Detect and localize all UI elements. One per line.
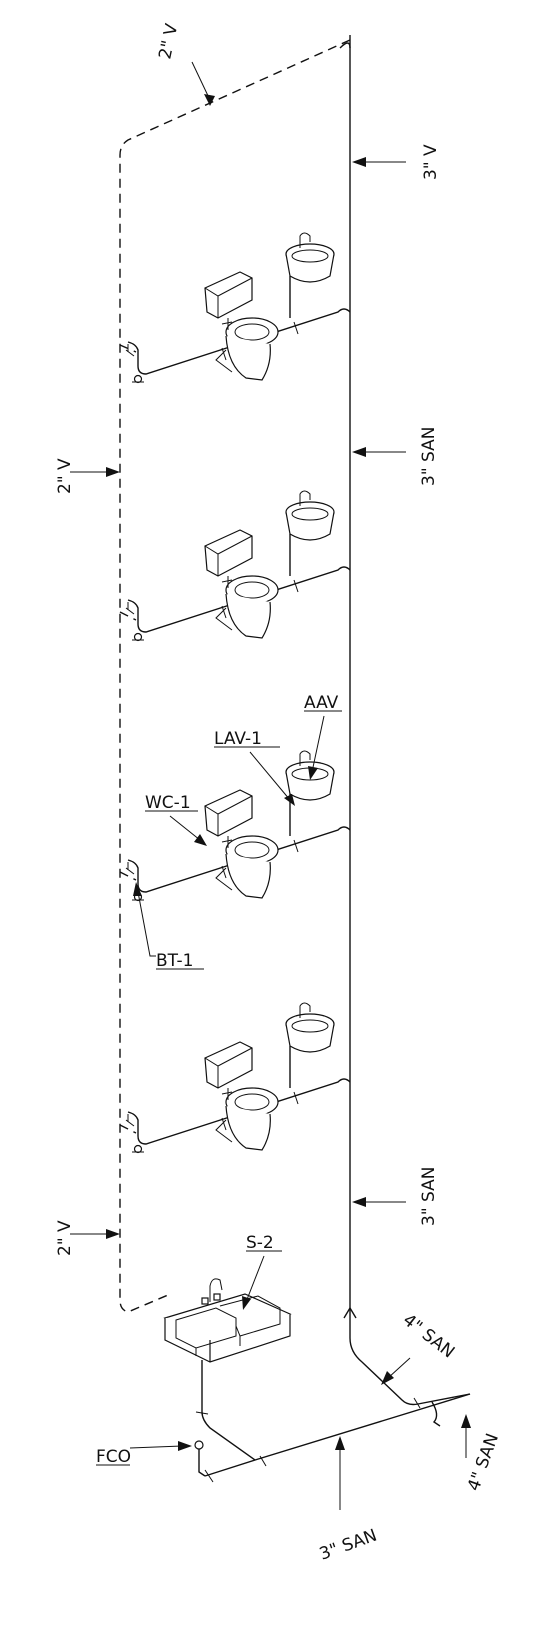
toilet-base: [225, 1105, 271, 1151]
label-vent-left-lower: 2" V: [55, 1220, 75, 1256]
label-stack-top: 3" V: [421, 144, 441, 180]
toilet-tank: [204, 789, 253, 837]
toilet-base: [215, 867, 233, 891]
branch-drain: [127, 566, 351, 633]
toilet-base: [215, 1119, 233, 1143]
label-branch-4-lower: 4" SAN: [464, 1431, 503, 1494]
toilet-bowl: [234, 841, 270, 859]
toilet-base: [225, 335, 271, 381]
toilet-base: [225, 593, 271, 639]
toilet-tank: [204, 1047, 253, 1088]
label-sink: S-2: [246, 1233, 274, 1253]
lavatory-bowl: [291, 1019, 329, 1033]
pipe-tick: [221, 1117, 227, 1131]
label-stack-lower: 3" SAN: [419, 1167, 439, 1227]
toilet-bowl: [234, 581, 270, 599]
pipe-tick: [293, 579, 299, 593]
toilet-base: [221, 836, 233, 848]
toilet-base: [221, 318, 233, 330]
lavatory-bowl: [285, 1023, 335, 1053]
label-horizontal-3: 3" SAN: [317, 1526, 380, 1565]
toilet-bowl: [234, 323, 270, 341]
lavatory-bowl: [285, 253, 335, 283]
main-stack: [339, 35, 471, 1427]
toilet-tank: [204, 795, 253, 836]
lavatory-bowl: [285, 511, 335, 541]
vent-piping: [119, 39, 351, 1313]
trap-symbol: [133, 374, 143, 384]
floor-group-4: [125, 1002, 351, 1154]
toilet-tank: [204, 535, 253, 576]
branch-drain: [127, 826, 351, 893]
label-vent-left-upper: 2" V: [55, 458, 75, 494]
pipe-tick: [221, 865, 227, 879]
floor-group-1: [125, 232, 351, 384]
lavatory-bowl: [291, 507, 329, 521]
branch-drain: [127, 1078, 351, 1145]
pipe-tick: [293, 1091, 299, 1105]
toilet-tank: [204, 1041, 253, 1089]
trap-symbol: [133, 1144, 143, 1154]
pipe-tick: [125, 1114, 135, 1127]
toilet-tank: [204, 529, 253, 577]
faucet-icon: [299, 232, 311, 248]
faucet-icon: [299, 750, 311, 766]
floor-group-2: [125, 490, 351, 642]
pipe-tick: [125, 862, 135, 875]
label-stack-upper: 3" SAN: [419, 427, 439, 487]
annotations: 2" V 3" V 2" V 3" SAN AAV LAV-1 WC-1 BT-…: [55, 22, 503, 1565]
label-aav: AAV: [304, 693, 339, 713]
lavatory-bowl: [291, 249, 329, 263]
toilet-base: [225, 853, 271, 899]
toilet-tank: [204, 277, 253, 318]
label-vent-top: 2" V: [155, 22, 182, 61]
toilet-base: [221, 1088, 233, 1100]
pipe-tick: [125, 602, 135, 615]
pipe-tick: [293, 839, 299, 853]
floor-group-3: [125, 750, 351, 902]
toilet-base: [221, 576, 233, 588]
toilet-bowl: [234, 1093, 270, 1111]
toilet-tank: [204, 271, 253, 319]
lavatory-bowl: [285, 771, 335, 801]
label-fco: FCO: [96, 1447, 131, 1467]
faucet-icon: [299, 1002, 311, 1018]
toilet-base: [215, 607, 233, 631]
faucet-icon: [299, 490, 311, 506]
trap-symbol: [133, 632, 143, 642]
label-wc: WC-1: [145, 793, 191, 813]
pipe-tick: [125, 344, 135, 357]
toilet-base: [215, 349, 233, 373]
pipe-tick: [221, 605, 227, 619]
label-bt: BT-1: [156, 951, 193, 971]
pipe-tick: [221, 347, 227, 361]
label-branch-4-upper: 4" SAN: [399, 1310, 458, 1362]
sink-s2: [163, 1278, 471, 1483]
pipe-tick: [293, 321, 299, 335]
label-lav: LAV-1: [214, 729, 262, 749]
branch-drain: [127, 308, 351, 375]
